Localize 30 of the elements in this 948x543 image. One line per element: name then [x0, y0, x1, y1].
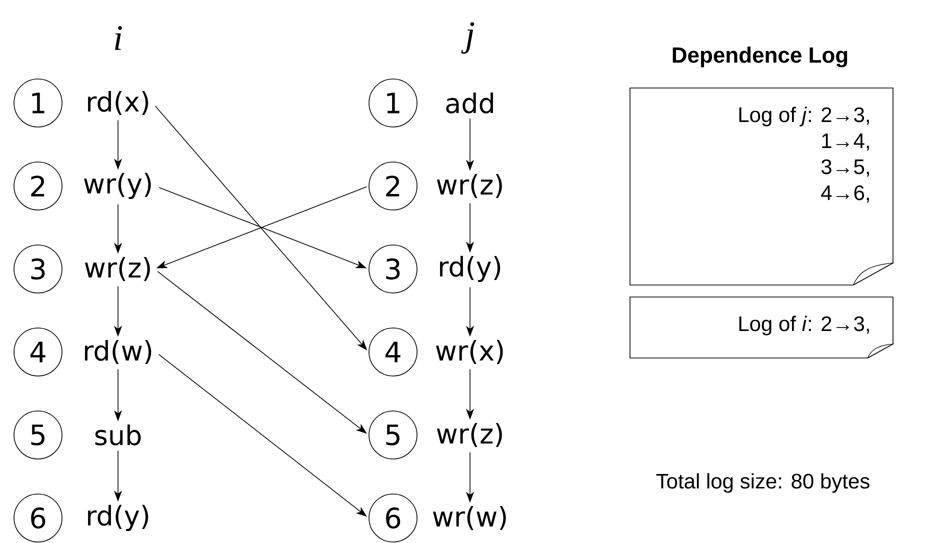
- step-number: 6: [368, 494, 418, 542]
- step-number: 5: [368, 410, 418, 460]
- heading: Dependence Log: [672, 46, 848, 68]
- log-note: Log of i: 2→3,: [630, 296, 894, 358]
- step-number: 1: [14, 78, 62, 128]
- instruction: add: [446, 92, 493, 114]
- instruction: wr(x): [436, 340, 503, 364]
- instruction: wr(z): [84, 256, 150, 281]
- step-number: 4: [14, 328, 62, 376]
- step-number: 2: [14, 162, 62, 210]
- thread-label: j: [461, 22, 474, 54]
- log-note: Log of j: 2→3, 1→4, 3→5, 4→6,: [630, 88, 894, 286]
- instruction: rd(x): [88, 90, 148, 116]
- instruction: wr(z): [436, 174, 502, 198]
- instruction: rd(w): [85, 340, 152, 364]
- note: Total log size: 80 bytes: [656, 473, 870, 493]
- step-number: 5: [14, 410, 62, 460]
- step-number: 4: [368, 328, 418, 376]
- step-number: 6: [14, 494, 62, 542]
- instruction: rd(y): [88, 504, 148, 532]
- step-number: 3: [14, 244, 62, 294]
- thread-label: i: [115, 26, 122, 50]
- instruction: wr(w): [432, 506, 506, 530]
- instruction: wr(z): [436, 422, 502, 447]
- instruction: rd(y): [440, 256, 500, 282]
- instruction: sub: [95, 424, 141, 446]
- instruction: wr(y): [84, 172, 151, 200]
- step-number: 1: [368, 78, 418, 128]
- step-number: 2: [368, 162, 418, 210]
- step-number: 3: [368, 244, 418, 294]
